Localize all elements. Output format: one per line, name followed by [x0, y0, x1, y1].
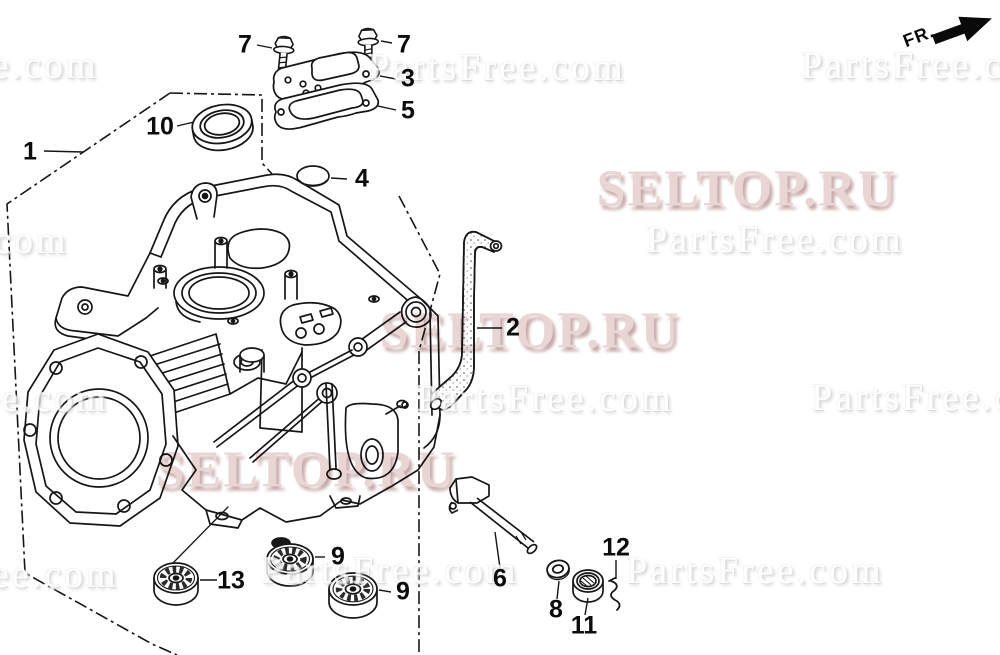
watermark-partsfree: PartsFree.com: [0, 220, 69, 262]
cylinder-barrel-drawing: [23, 173, 441, 564]
watermark-partsfree: PartsFree.com: [811, 377, 1000, 419]
breather-plate-part3: [272, 51, 380, 102]
callout-label-13: 13: [217, 566, 245, 595]
watermark-partsfree: PartsFree.com: [416, 378, 674, 420]
watermark-partsfree: PartsFree.com: [261, 550, 519, 592]
callout-label-9-lower: 9: [396, 577, 410, 606]
callout-label-10: 10: [146, 112, 174, 141]
callout-label-8: 8: [549, 595, 563, 624]
oval-plug-part4: [296, 165, 330, 187]
watermark-partsfree: PartsFree.com: [801, 45, 1000, 87]
callout-label-9-upper: 9: [331, 542, 345, 571]
callout-label-12: 12: [602, 533, 630, 562]
callout-label-2: 2: [506, 313, 520, 342]
callout-label-7-left: 7: [238, 30, 252, 59]
governor-arm-part6: [448, 476, 538, 555]
watermark-seltop: SELTOP.RU: [379, 302, 681, 360]
callout-label-7-right: 7: [397, 30, 411, 59]
ball-bearing-part9-lower: [328, 572, 378, 619]
watermark-partsfree: PartsFree.com: [0, 378, 109, 420]
watermark-partsfree: PartsFree.com: [368, 47, 626, 89]
bushing-part11: [572, 569, 604, 603]
watermark-partsfree: PartsFree.com: [0, 45, 99, 87]
watermark-partsfree: PartsFree.com: [646, 219, 904, 261]
callout-label-1: 1: [23, 137, 37, 166]
watermark-partsfree: PartsFree.com: [626, 550, 884, 592]
callout-label-3: 3: [401, 64, 415, 93]
washer-part8: [546, 559, 570, 581]
watermark-seltop: SELTOP.RU: [596, 160, 898, 218]
ball-bearing-part9-upper: [266, 543, 314, 587]
callout-label-6: 6: [493, 564, 507, 593]
ball-bearing-part13: [153, 562, 199, 606]
callout-label-5: 5: [401, 96, 415, 125]
watermark-seltop: SELTOP.RU: [155, 441, 457, 499]
callout-leader-lines: [43, 40, 617, 616]
cotter-pin-part12: [608, 577, 621, 611]
watermark-partsfree: PartsFree.com: [0, 554, 119, 596]
fr-direction-arrow-icon: [931, 16, 992, 45]
oil-seal-part10: [191, 103, 254, 152]
breather-tube-part2: [429, 230, 503, 411]
callout-label-11: 11: [570, 611, 598, 640]
callout-label-4: 4: [355, 164, 369, 193]
breather-gasket-part5: [273, 82, 380, 130]
